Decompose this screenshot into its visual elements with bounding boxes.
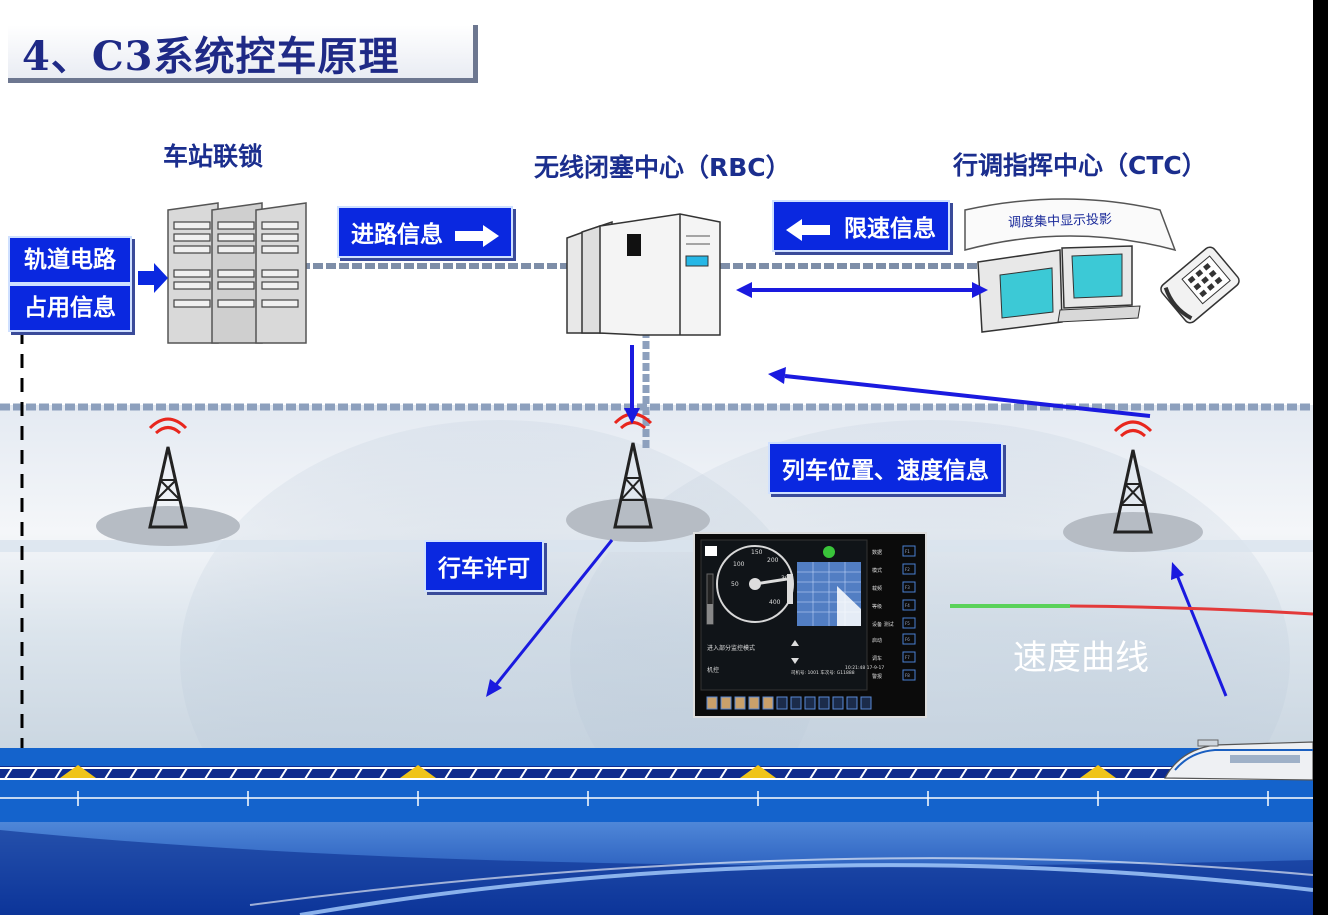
heading-rbc: 无线闭塞中心（RBC） [534, 153, 791, 182]
dmi-fkey-8: F8 [905, 673, 910, 678]
route-info-text: 进路信息 [351, 222, 443, 248]
telephone-icon [1160, 246, 1240, 324]
train-position-speed-label: 列车位置、速度信息 [768, 442, 1003, 494]
dmi-side-button-1: 数据 [872, 549, 882, 556]
dial-tick-150: 150 [751, 549, 763, 556]
dmi-side-button-2: 模式 [872, 567, 882, 574]
track-circuit-line1: 轨道电路 [8, 236, 132, 284]
radio-tower-icon-left [96, 417, 240, 546]
dmi-fkey-1: F1 [905, 549, 910, 554]
dmi-side-button-6: 启动 [872, 637, 882, 644]
radio-tower-icon-right [1063, 420, 1203, 552]
heading-ctc: 行调指挥中心（CTC） [953, 151, 1207, 180]
dmi-fkey-2: F2 [905, 567, 910, 572]
heading-interlocking: 车站联锁 [163, 142, 264, 171]
dmi-side-button-3: 载频 [872, 585, 882, 592]
dmi-mode-text: 机控 [707, 666, 719, 674]
speed-limit-info-label: 限速信息 [772, 200, 951, 252]
balise-markers [60, 765, 1116, 778]
dmi-side-button-7: 调车 [872, 655, 882, 662]
dmi-fkey-4: F4 [905, 603, 910, 608]
movement-authority-label: 行车许可 [424, 540, 544, 592]
title-box [8, 25, 478, 83]
dmi-time-info: 10:21:48 17-9-17 [845, 665, 884, 671]
dial-tick-200: 200 [767, 557, 779, 564]
arrow-right-icon [455, 224, 500, 247]
dmi-fkey-3: F3 [905, 585, 910, 590]
rbc-to-tower-arrow [624, 345, 640, 424]
track-circuit-line2: 占用信息 [8, 284, 132, 332]
speed-curve-label: 速度曲线 [1013, 638, 1149, 678]
train-position-arrow [768, 367, 1151, 418]
dial-tick-50: 50 [731, 581, 739, 588]
speed-curve-red-line [1069, 604, 1313, 616]
radio-tower-icon-middle [566, 412, 710, 542]
dmi-driver-info: 司机号: 1001 车次号: G11888 [791, 669, 855, 676]
dmi-fkey-5: F5 [905, 621, 910, 626]
rbc-server-icon [566, 213, 721, 336]
rbc-ctc-double-arrow [736, 282, 988, 298]
ctc-workstation-icon [977, 245, 1141, 333]
page-title: 4、C3系统控车原理 [22, 33, 400, 80]
dial-tick-300: 300 [781, 575, 793, 582]
dmi-fkey-6: F6 [905, 637, 910, 642]
dmi-fkey-7: F7 [905, 655, 910, 660]
rail-sleepers [4, 767, 1158, 780]
dmi-status-text: 进入部分监控模式 [707, 644, 755, 652]
train-icon [1164, 739, 1313, 781]
dmi-screen: 100 150 200 300 400 50 进入部分监控模式 机控 司机号: … [693, 532, 927, 718]
dispatch-projection-label: 调度集中显示投影 [1007, 212, 1113, 231]
right-edge-bar [1313, 0, 1328, 915]
ctc-projection-screen-icon [964, 198, 1177, 252]
train-to-tower-arrow [1171, 562, 1228, 697]
speed-limit-info-text: 限速信息 [844, 216, 937, 242]
dmi-side-button-4: 等级 [872, 603, 882, 610]
dmi-side-button-5: 设备 测试 [872, 621, 894, 628]
route-info-label: 进路信息 [337, 206, 514, 258]
dial-tick-100: 100 [733, 561, 745, 568]
track-to-interlocking-arrow-icon [138, 263, 168, 293]
dmi-side-button-8: 警报 [872, 673, 882, 680]
track-bed [0, 748, 1313, 822]
movement-authority-arrow [486, 539, 614, 697]
dmi-display: 100 150 200 300 400 50 进入部分监控模式 机控 司机号: … [695, 534, 925, 716]
interlocking-cabinets-icon [167, 202, 307, 344]
dial-tick-400: 400 [769, 599, 781, 606]
track-circuit-label: 轨道电路 占用信息 [8, 236, 132, 332]
arrow-left-icon [786, 218, 830, 241]
